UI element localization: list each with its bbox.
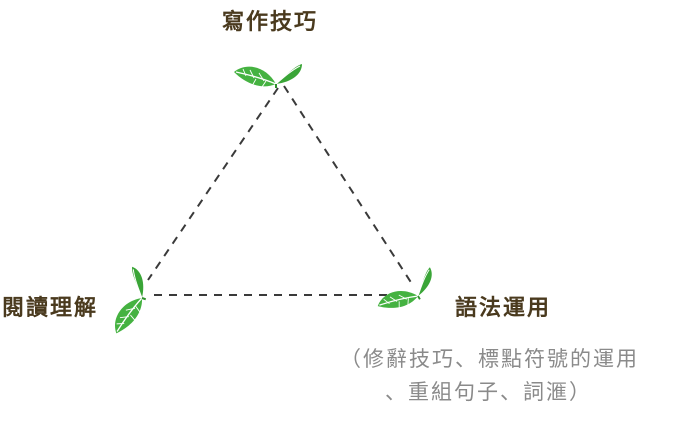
node-label-writing: 寫作技巧 xyxy=(222,10,319,35)
grammar-note-line-2: 、重組句子、詞滙） xyxy=(385,380,592,404)
edge-top-left xyxy=(147,87,279,281)
edge-top-right xyxy=(283,85,415,288)
sprout-icon-right xyxy=(372,266,443,321)
sprout-icon-left xyxy=(107,265,156,340)
sprout-icon-top xyxy=(233,63,303,89)
grammar-note-line-1: （修辭技巧、標點符號的運用 xyxy=(340,347,639,371)
node-label-reading: 閱讀理解 xyxy=(2,296,99,321)
node-label-grammar: 語法運用 xyxy=(455,296,552,321)
